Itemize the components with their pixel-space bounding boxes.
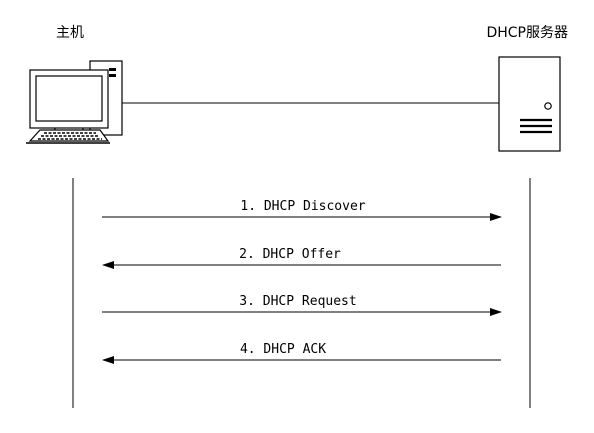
message-2: 2. DHCP Offer (102, 247, 501, 269)
server-icon (498, 56, 561, 152)
host-label: 主机 (56, 25, 84, 41)
message-label: 3. DHCP Request (239, 294, 356, 309)
message-4: 4. DHCP ACK (102, 342, 501, 364)
server-label: DHCP服务器 (486, 25, 568, 41)
computer-icon (26, 60, 123, 144)
message-1: 1. DHCP Discover (102, 199, 502, 221)
message-label: 1. DHCP Discover (240, 199, 365, 214)
message-3: 3. DHCP Request (102, 294, 502, 316)
message-label: 2. DHCP Offer (239, 247, 341, 262)
message-label: 4. DHCP ACK (240, 342, 326, 357)
